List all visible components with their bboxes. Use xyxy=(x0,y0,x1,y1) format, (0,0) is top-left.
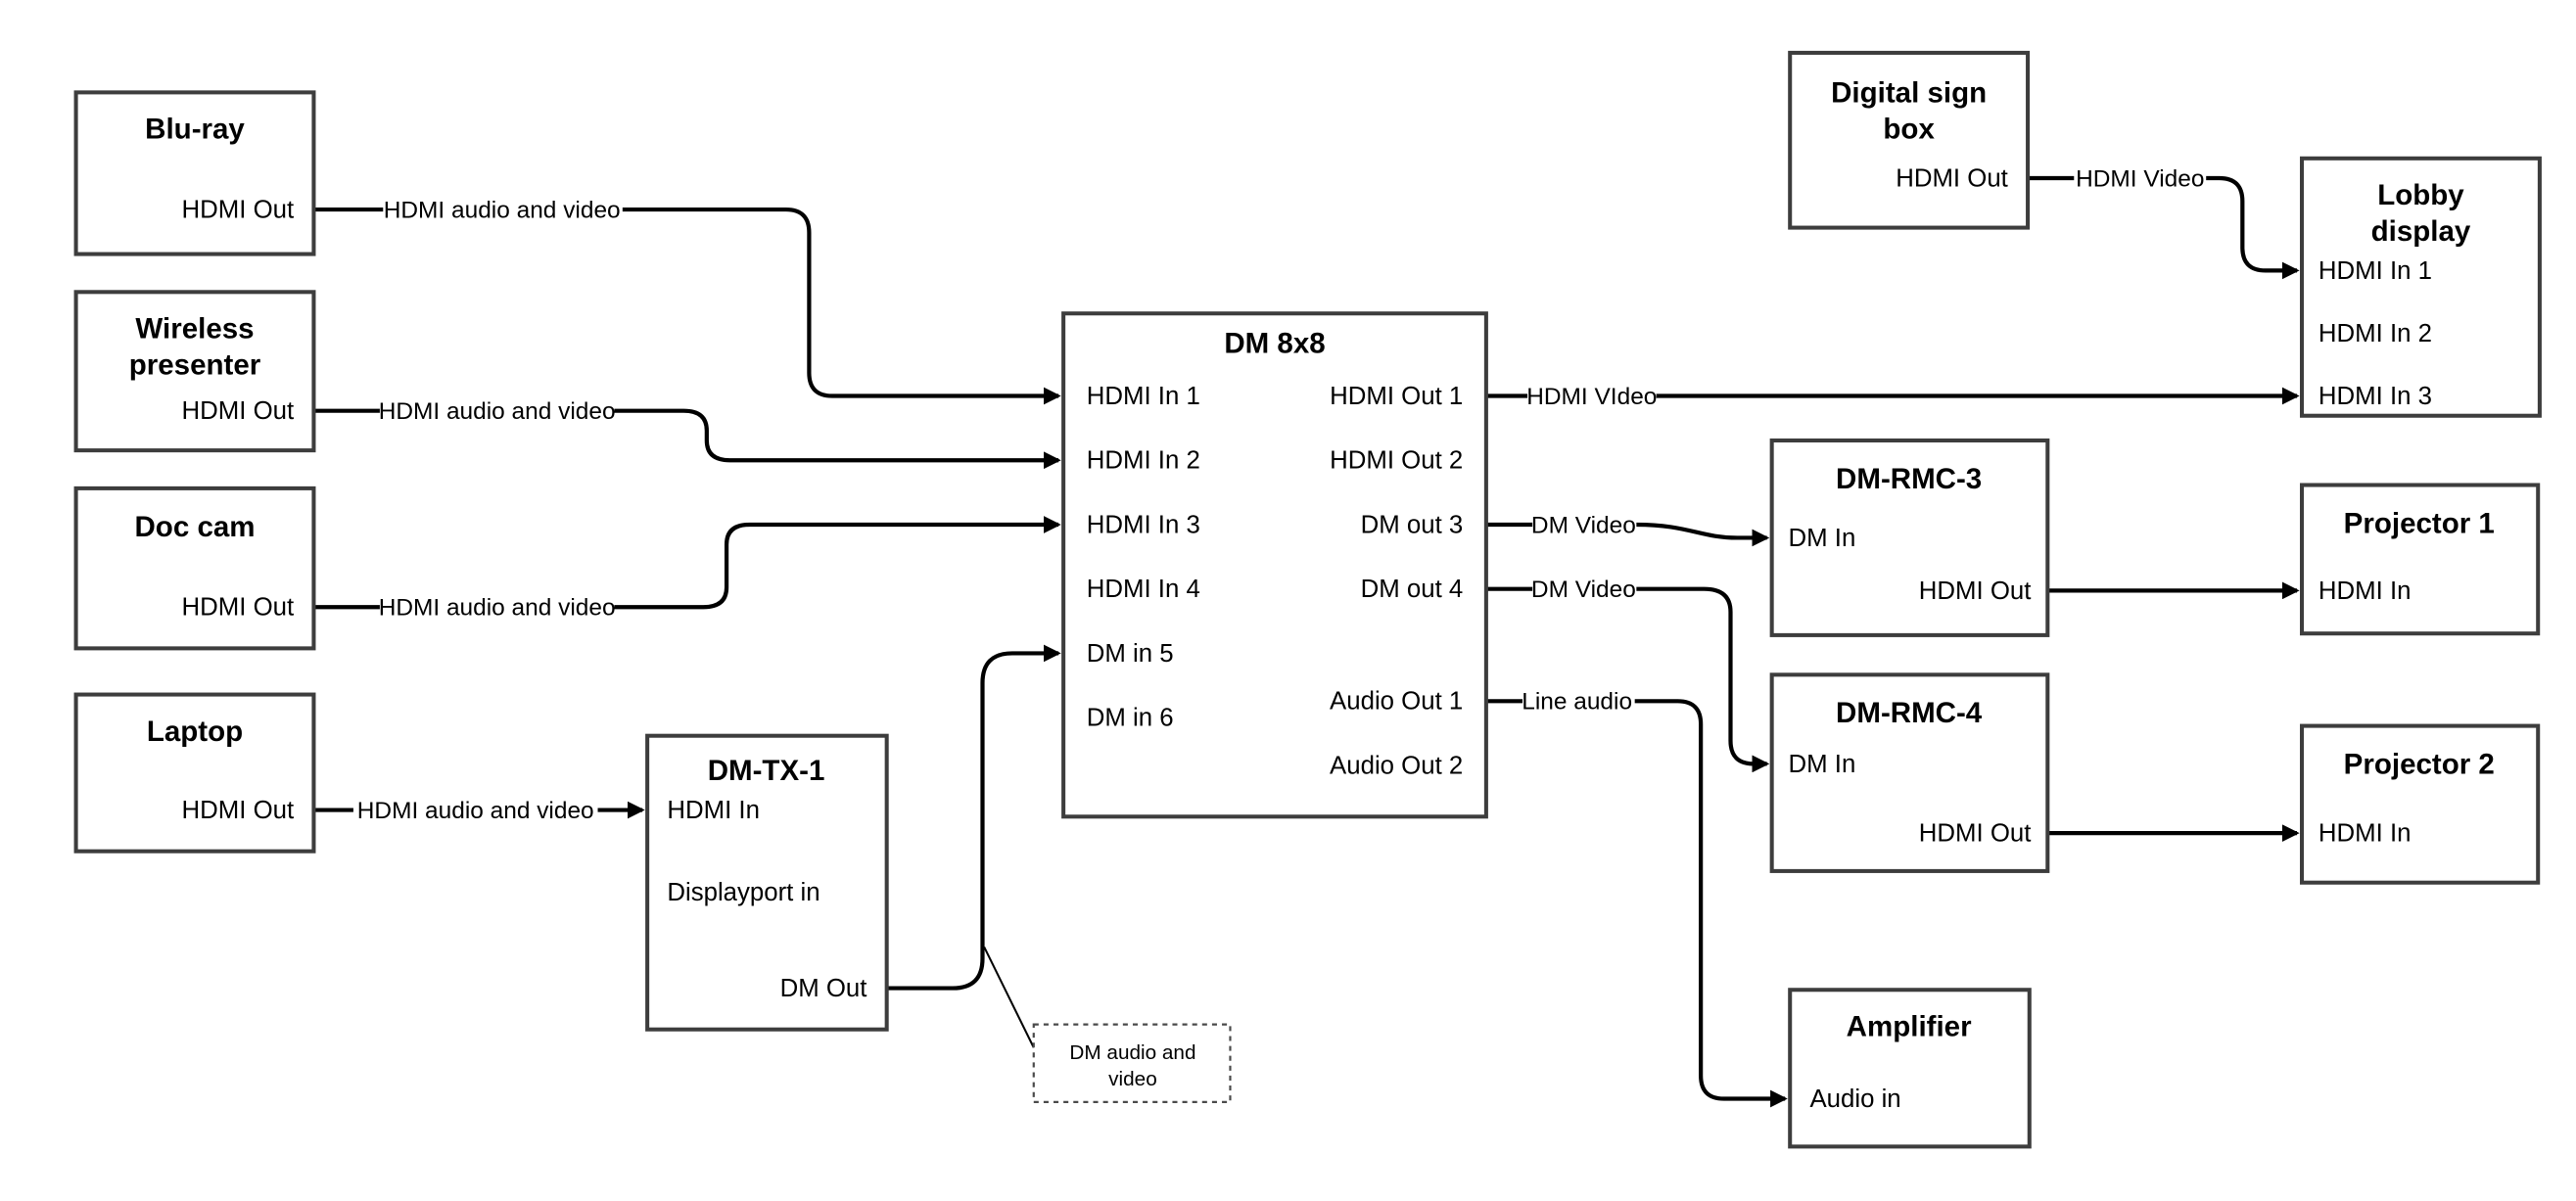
dm-8x8-title: DM 8x8 xyxy=(1224,328,1325,360)
laptop-port-hdmi-out: HDMI Out xyxy=(182,797,295,824)
connector-digital-sign-to-lobby-display xyxy=(2206,175,2300,280)
connector-doc-cam-to-dm-8x8 xyxy=(614,516,1061,610)
dm-rmc-3-port-hdmi-out: HDMI Out xyxy=(1919,577,2032,605)
node-doc-cam: Doc cam HDMI Out xyxy=(73,485,316,651)
annotation-dm-audio-video: DM audio and video xyxy=(983,946,1232,1103)
wireless-presenter-title-line2: presenter xyxy=(129,349,261,382)
dm-tx-1-title: DM-TX-1 xyxy=(708,755,825,787)
blu-ray-port-hdmi-out: HDMI Out xyxy=(182,196,295,223)
node-dm-tx-1: DM-TX-1 HDMI In Displayport in DM Out xyxy=(645,733,889,1032)
projector-1-title: Projector 1 xyxy=(2344,507,2495,539)
annotation-note-line1: DM audio and xyxy=(1069,1041,1195,1064)
node-projector-2: Projector 2 HDMI In xyxy=(2300,723,2541,885)
dm-8x8-port-dm-in-6: DM in 6 xyxy=(1087,705,1174,732)
annotation-note-line2: video xyxy=(1108,1068,1157,1090)
dm-8x8-port-audio-out-1: Audio Out 1 xyxy=(1330,688,1463,716)
dm-8x8-port-dm-out-3: DM out 3 xyxy=(1361,511,1464,538)
edge-label-dm-video-3: DM Video xyxy=(1531,512,1636,538)
dm-rmc-3-box xyxy=(1769,438,2050,637)
dm-tx-1-port-displayport-in: Displayport in xyxy=(667,879,820,906)
edge-label-hdmi-video-2: HDMI Video xyxy=(2076,165,2204,192)
edge-label-line-audio: Line audio xyxy=(1522,689,1632,716)
laptop-box xyxy=(73,692,316,854)
dm-8x8-port-dm-out-4: DM out 4 xyxy=(1361,576,1464,603)
laptop-title: Laptop xyxy=(147,716,243,748)
digital-sign-box-title-line2: box xyxy=(1883,114,1935,146)
node-amplifier: Amplifier Audio in xyxy=(1788,988,2032,1149)
connector-dm-8x8-to-amplifier xyxy=(1634,699,1788,1108)
connector-blu-ray-to-dm-8x8 xyxy=(622,207,1061,405)
dm-rmc-4-title: DM-RMC-4 xyxy=(1836,697,1983,729)
node-digital-sign-box: Digital sign box HDMI Out xyxy=(1788,50,2031,230)
dm-8x8-port-hdmi-in-1: HDMI In 1 xyxy=(1087,383,1200,410)
connector-dm-8x8-to-dm-rmc-4 xyxy=(1636,586,1770,773)
blu-ray-box xyxy=(73,90,316,256)
edge-label-wireless: HDMI audio and video xyxy=(379,398,616,425)
lobby-display-box xyxy=(2300,156,2542,418)
dm-8x8-port-audio-out-2: Audio Out 2 xyxy=(1330,752,1463,779)
dm-tx-1-port-dm-out: DM Out xyxy=(780,975,867,1002)
projector-2-box xyxy=(2300,723,2541,885)
dm-rmc-3-port-dm-in: DM In xyxy=(1789,525,1856,552)
projector-2-title: Projector 2 xyxy=(2344,748,2495,780)
projector-1-port-hdmi-in: HDMI In xyxy=(2318,577,2412,605)
node-dm-8x8: DM 8x8 HDMI In 1 HDMI In 2 HDMI In 3 HDM… xyxy=(1061,311,1488,819)
dm-8x8-box xyxy=(1061,311,1488,819)
digital-sign-box-title-line1: Digital sign xyxy=(1831,77,1987,110)
wireless-presenter-title-line1: Wireless xyxy=(135,313,254,346)
connector-wireless-to-dm-8x8 xyxy=(614,408,1061,470)
lobby-display-port-hdmi-in-3: HDMI In 3 xyxy=(2318,383,2432,410)
dm-rmc-4-port-dm-in: DM In xyxy=(1789,751,1856,778)
node-dm-rmc-4: DM-RMC-4 DM In HDMI Out xyxy=(1769,672,2050,873)
dm-rmc-4-port-hdmi-out: HDMI Out xyxy=(1919,820,2032,848)
dm-8x8-port-hdmi-in-3: HDMI In 3 xyxy=(1087,511,1200,538)
dm-8x8-port-hdmi-out-2: HDMI Out 2 xyxy=(1330,447,1463,475)
amplifier-port-audio-in: Audio in xyxy=(1809,1086,1900,1113)
blu-ray-title: Blu-ray xyxy=(145,114,245,146)
dm-tx-1-box xyxy=(645,733,889,1032)
dm-8x8-port-hdmi-in-2: HDMI In 2 xyxy=(1087,447,1200,475)
doc-cam-port-hdmi-out: HDMI Out xyxy=(182,594,295,622)
dm-tx-1-port-hdmi-in: HDMI In xyxy=(667,797,760,824)
node-dm-rmc-3: DM-RMC-3 DM In HDMI Out xyxy=(1769,438,2050,637)
annotation-note-box xyxy=(1032,1023,1232,1103)
lobby-display-port-hdmi-in-1: HDMI In 1 xyxy=(2318,257,2432,285)
amplifier-box xyxy=(1788,988,2032,1149)
doc-cam-box xyxy=(73,485,316,651)
digital-sign-box-box xyxy=(1788,50,2031,230)
edge-label-blu-ray: HDMI audio and video xyxy=(384,197,621,223)
annotation-callout-line xyxy=(983,946,1035,1048)
lobby-display-port-hdmi-in-2: HDMI In 2 xyxy=(2318,320,2432,347)
node-lobby-display: Lobby display HDMI In 1 HDMI In 2 HDMI I… xyxy=(2300,156,2542,418)
node-blu-ray: Blu-ray HDMI Out xyxy=(73,90,316,256)
projector-2-port-hdmi-in: HDMI In xyxy=(2318,820,2412,848)
node-projector-1: Projector 1 HDMI In xyxy=(2300,483,2541,636)
edge-label-hdmi-video: HDMI VIdeo xyxy=(1526,384,1657,410)
dm-8x8-port-hdmi-in-4: HDMI In 4 xyxy=(1087,576,1200,603)
edge-label-dm-video-4: DM Video xyxy=(1531,577,1636,603)
lobby-display-title-line2: display xyxy=(2371,215,2471,248)
edge-label-laptop: HDMI audio and video xyxy=(357,798,594,824)
node-laptop: Laptop HDMI Out xyxy=(73,692,316,854)
connector-labels: HDMI audio and video HDMI audio and vide… xyxy=(357,165,2205,824)
wireless-presenter-box xyxy=(73,290,316,453)
projector-1-box xyxy=(2300,483,2541,636)
digital-sign-box-port-hdmi-out: HDMI Out xyxy=(1896,164,2008,192)
dm-rmc-4-box xyxy=(1769,672,2050,873)
dm-8x8-port-hdmi-out-1: HDMI Out 1 xyxy=(1330,383,1463,410)
wireless-presenter-port-hdmi-out: HDMI Out xyxy=(182,397,295,425)
lobby-display-title-line1: Lobby xyxy=(2377,179,2464,211)
amplifier-title: Amplifier xyxy=(1847,1010,1972,1042)
edge-label-doc-cam: HDMI audio and video xyxy=(379,595,616,622)
node-wireless-presenter: Wireless presenter HDMI Out xyxy=(73,290,316,453)
dm-rmc-3-title: DM-RMC-3 xyxy=(1836,463,1982,495)
connector-dm-tx-1-to-dm-8x8 xyxy=(886,644,1061,991)
dm-8x8-port-dm-in-5: DM in 5 xyxy=(1087,640,1174,668)
connector-dm-8x8-to-dm-rmc-3 xyxy=(1636,522,1770,547)
doc-cam-title: Doc cam xyxy=(134,511,255,543)
connectors xyxy=(313,175,2300,1108)
